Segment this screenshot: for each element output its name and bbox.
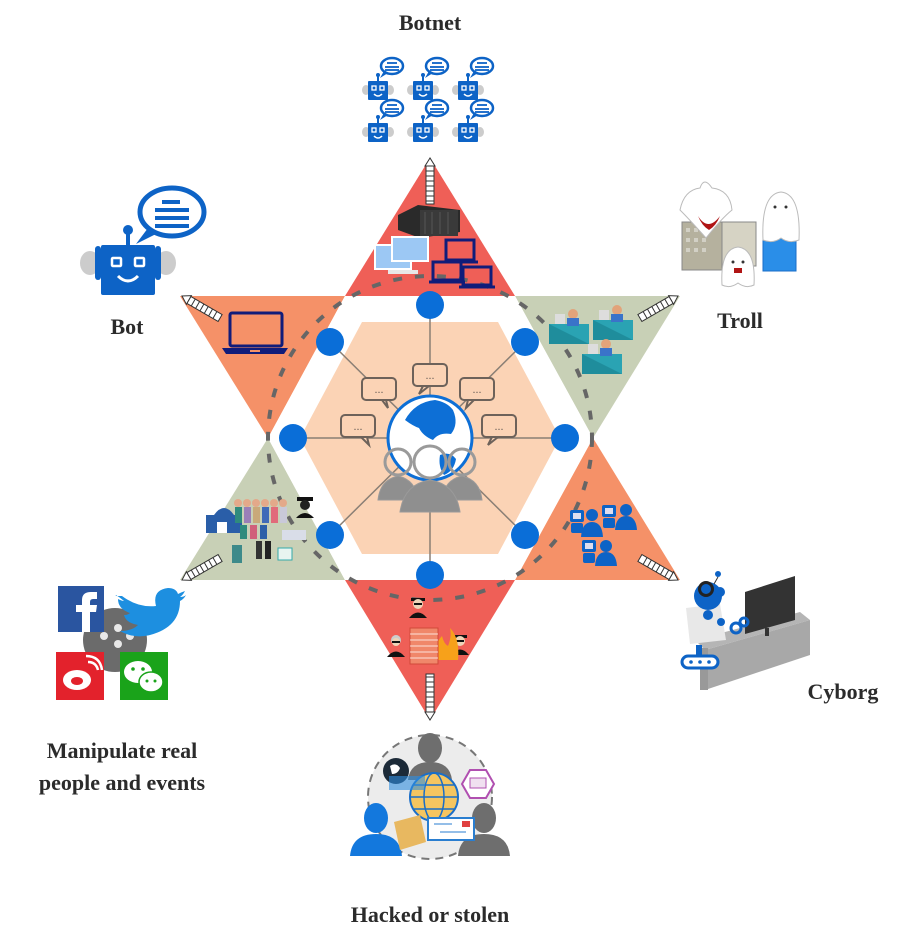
svg-text:...: ...	[354, 419, 363, 433]
people-group-icon	[377, 444, 483, 513]
robot-user-icon	[570, 505, 616, 563]
triangle-bot	[180, 296, 345, 438]
twitter-logo	[115, 588, 186, 637]
arrow-manipulate	[181, 553, 223, 581]
dashed-orbit	[266, 274, 594, 602]
arrow-bot	[181, 295, 223, 323]
arrow-botnet	[424, 157, 436, 205]
label-manipulate-line2: people and events	[39, 770, 206, 795]
arrows	[181, 157, 679, 721]
government-building-icon	[206, 508, 242, 533]
desktop-monitor-icon	[374, 236, 429, 274]
small-robot-icon	[407, 56, 450, 100]
folder-icon	[394, 815, 426, 850]
nodes	[279, 291, 579, 589]
triangle-cyborg	[515, 438, 680, 580]
small-robot-icon	[407, 98, 450, 142]
email-icon	[427, 817, 475, 841]
node	[511, 521, 539, 549]
analytics-hex-icon	[460, 769, 496, 799]
weibo-logo	[56, 652, 104, 700]
laptop-icon	[429, 238, 495, 289]
speech-bubble-icon: ...	[340, 414, 376, 449]
small-robot-icon	[362, 98, 405, 142]
arrow-cyborg	[637, 553, 679, 581]
person-user-icon	[581, 504, 637, 566]
facebook-logo	[58, 586, 104, 632]
server-rack-icon	[398, 205, 460, 238]
label-bot: Bot	[111, 314, 145, 339]
small-robot-icon	[362, 56, 405, 100]
globe-icon	[386, 394, 474, 482]
node	[416, 291, 444, 319]
node	[279, 424, 307, 452]
speech-bubbles: ... ... ... ... ...	[340, 363, 517, 449]
node	[316, 521, 344, 549]
social-media-logos-icon	[56, 586, 186, 700]
svg-text:...: ...	[495, 419, 504, 433]
small-robot-icon	[452, 98, 495, 142]
robot-chat-icon	[80, 185, 207, 295]
speech-bubble-icon: ...	[361, 377, 397, 409]
wechat-logo	[120, 652, 168, 700]
label-hacked: Hacked or stolen	[351, 902, 509, 927]
small-robot-icon	[452, 56, 495, 100]
speech-bubble-icon: ...	[459, 377, 495, 412]
speech-bubble-icon: ...	[481, 414, 517, 446]
node	[551, 424, 579, 452]
firewall-icon	[409, 627, 459, 665]
laptop-icon	[222, 311, 288, 354]
office-worker-desk-icon	[549, 305, 633, 374]
arrow-troll	[637, 295, 679, 323]
node	[511, 328, 539, 356]
network-people-icon	[350, 733, 510, 860]
label-troll: Troll	[717, 308, 763, 333]
robot-at-computer-icon	[680, 571, 810, 690]
label-cyborg: Cyborg	[808, 679, 879, 704]
speech-bubble-icon: ...	[412, 363, 448, 395]
svg-text:...: ...	[473, 382, 482, 396]
svg-text:...: ...	[375, 382, 384, 396]
label-manipulate-line1: Manipulate real	[47, 738, 198, 763]
crowd-icon	[232, 499, 306, 563]
spy-icon	[296, 497, 314, 518]
arrow-hacked	[424, 673, 436, 721]
robot-grid-icon	[362, 56, 495, 142]
node	[316, 328, 344, 356]
svg-text:...: ...	[426, 368, 435, 382]
ghost-buildings-icon	[679, 181, 800, 288]
node	[416, 561, 444, 589]
label-botnet: Botnet	[399, 10, 462, 35]
